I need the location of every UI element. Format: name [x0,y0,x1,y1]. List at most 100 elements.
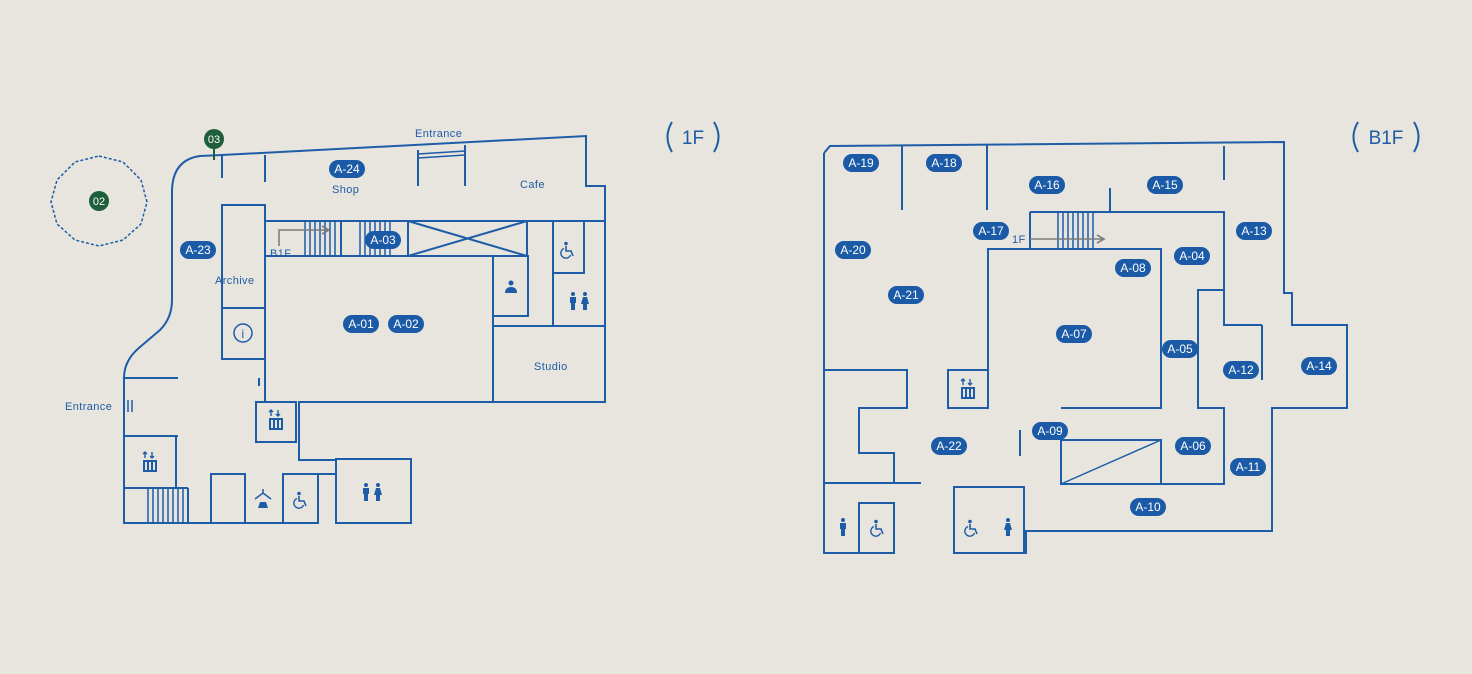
arrow-icon [278,225,331,246]
room-badge[interactable]: A-03 [365,231,401,249]
svg-text:A-21: A-21 [893,288,919,302]
stairs-up-label: 1F [1012,234,1026,246]
room-badge[interactable]: A-13 [1236,222,1272,240]
wall-b1f-void-diag [1060,439,1162,485]
entrance-top-label: Entrance [415,128,462,140]
marker-02[interactable]: 02 [89,191,109,211]
svg-text:A-05: A-05 [1167,342,1193,356]
wall-1f-outer [123,134,606,524]
room-badge[interactable]: A-08 [1115,259,1151,277]
floor-label-1f: 1F [666,121,720,153]
room-badge[interactable]: A-24 [329,160,365,178]
svg-text:A-17: A-17 [978,224,1004,238]
entrance-top-door [417,150,466,159]
archive-label: Archive [215,275,254,287]
svg-text:02: 02 [93,196,105,208]
room-badge[interactable]: A-17 [973,222,1009,240]
accessible-wc-room-1f [552,220,585,274]
svg-text:A-06: A-06 [1180,439,1206,453]
floor-b1f: 1F A-19 A-18 A-16 A-15 A-13 A-17 A-20 A-… [823,121,1420,554]
restroom-1f-b [335,458,412,524]
accessible-toilet-icon [293,490,307,509]
wall-b1f-a04 [1060,289,1225,485]
elevator-icon [268,409,284,431]
svg-text:B1F: B1F [1369,128,1404,149]
stairs-b1f [1057,212,1094,249]
outdoor-area [50,155,148,247]
svg-text:A-11: A-11 [1236,460,1261,474]
studio-label: Studio [534,361,568,373]
accessible-toilet-icon [870,518,884,537]
floor-1f: Entrance Entrance Shop Cafe Archive Stud… [65,121,720,524]
room-badge[interactable]: A-06 [1175,437,1211,455]
accessible-toilet-icon [964,518,978,537]
svg-text:A-20: A-20 [840,243,866,257]
female-toilet-icon [581,292,589,310]
entrance-left-label: Entrance [65,401,112,413]
svg-text:A-08: A-08 [1120,261,1146,275]
svg-text:A-02: A-02 [393,317,419,331]
svg-text:A-23: A-23 [185,243,211,257]
marker-03[interactable]: 03 [204,129,224,149]
male-toilet-icon [840,518,846,536]
svg-text:A-09: A-09 [1037,424,1063,438]
void-1f [407,220,528,257]
wall-b1f-outer [823,140,1348,554]
female-toilet-icon [1004,518,1012,536]
accessible-toilet-icon [560,240,574,259]
room-badge[interactable]: A-07 [1056,325,1092,343]
svg-text:A-22: A-22 [936,439,962,453]
male-toilet-icon [570,292,576,310]
room-badge[interactable]: A-05 [1162,340,1198,358]
svg-text:1F: 1F [682,128,704,149]
room-badge[interactable]: A-11 [1230,458,1266,476]
room-badge[interactable]: A-19 [843,154,879,172]
accessible-wc-room-1f-b [282,473,319,524]
room-badge[interactable]: A-09 [1032,422,1068,440]
elevator-room-1f-a [255,401,297,443]
nursing-room [492,255,529,317]
wall-b1f-a07 [987,248,1162,409]
info-icon: i [233,323,253,343]
svg-text:03: 03 [208,134,220,146]
room-badge[interactable]: A-01 [343,315,379,333]
room-badge[interactable]: A-22 [931,437,967,455]
wall-b1f-core [1030,211,1262,326]
svg-text:A-24: A-24 [334,162,360,176]
svg-text:A-13: A-13 [1241,224,1267,238]
room-badge[interactable]: A-04 [1174,247,1210,265]
svg-text:A-15: A-15 [1152,178,1178,192]
storage-room-1f [210,473,246,524]
svg-text:A-01: A-01 [348,317,374,331]
archive-room [221,204,266,309]
elevator-room-b1f [947,369,989,409]
room-badge[interactable]: A-20 [835,241,871,259]
entrance-left-door [127,400,133,412]
room-badge[interactable]: A-10 [1130,498,1166,516]
room-badge[interactable]: A-21 [888,286,924,304]
room-badge[interactable]: A-15 [1147,176,1183,194]
svg-text:A-07: A-07 [1061,327,1087,341]
male-toilet-icon [363,483,369,501]
svg-text:A-10: A-10 [1135,500,1161,514]
room-badge[interactable]: A-23 [180,241,216,259]
svg-text:A-19: A-19 [848,156,874,170]
wall-1f-curve [123,154,223,436]
shop-label: Shop [332,184,359,196]
stairs-down-label: B1F [270,248,291,260]
room-badge[interactable]: A-02 [388,315,424,333]
cafe-label: Cafe [520,179,545,191]
cloakroom-icon [254,489,272,508]
elevator-icon [960,378,976,400]
svg-text:A-18: A-18 [931,156,957,170]
room-badge[interactable]: A-18 [926,154,962,172]
svg-text:i: i [241,327,244,341]
room-badge[interactable]: A-12 [1223,361,1259,379]
wall-b1f-a22 [824,369,908,483]
svg-text:A-04: A-04 [1179,249,1205,263]
room-badge[interactable]: A-16 [1029,176,1065,194]
room-badge[interactable]: A-14 [1301,357,1337,375]
floor-label-b1f: B1F [1352,121,1420,153]
arrow-icon [1030,234,1106,244]
wall-b1f-left [823,153,895,554]
